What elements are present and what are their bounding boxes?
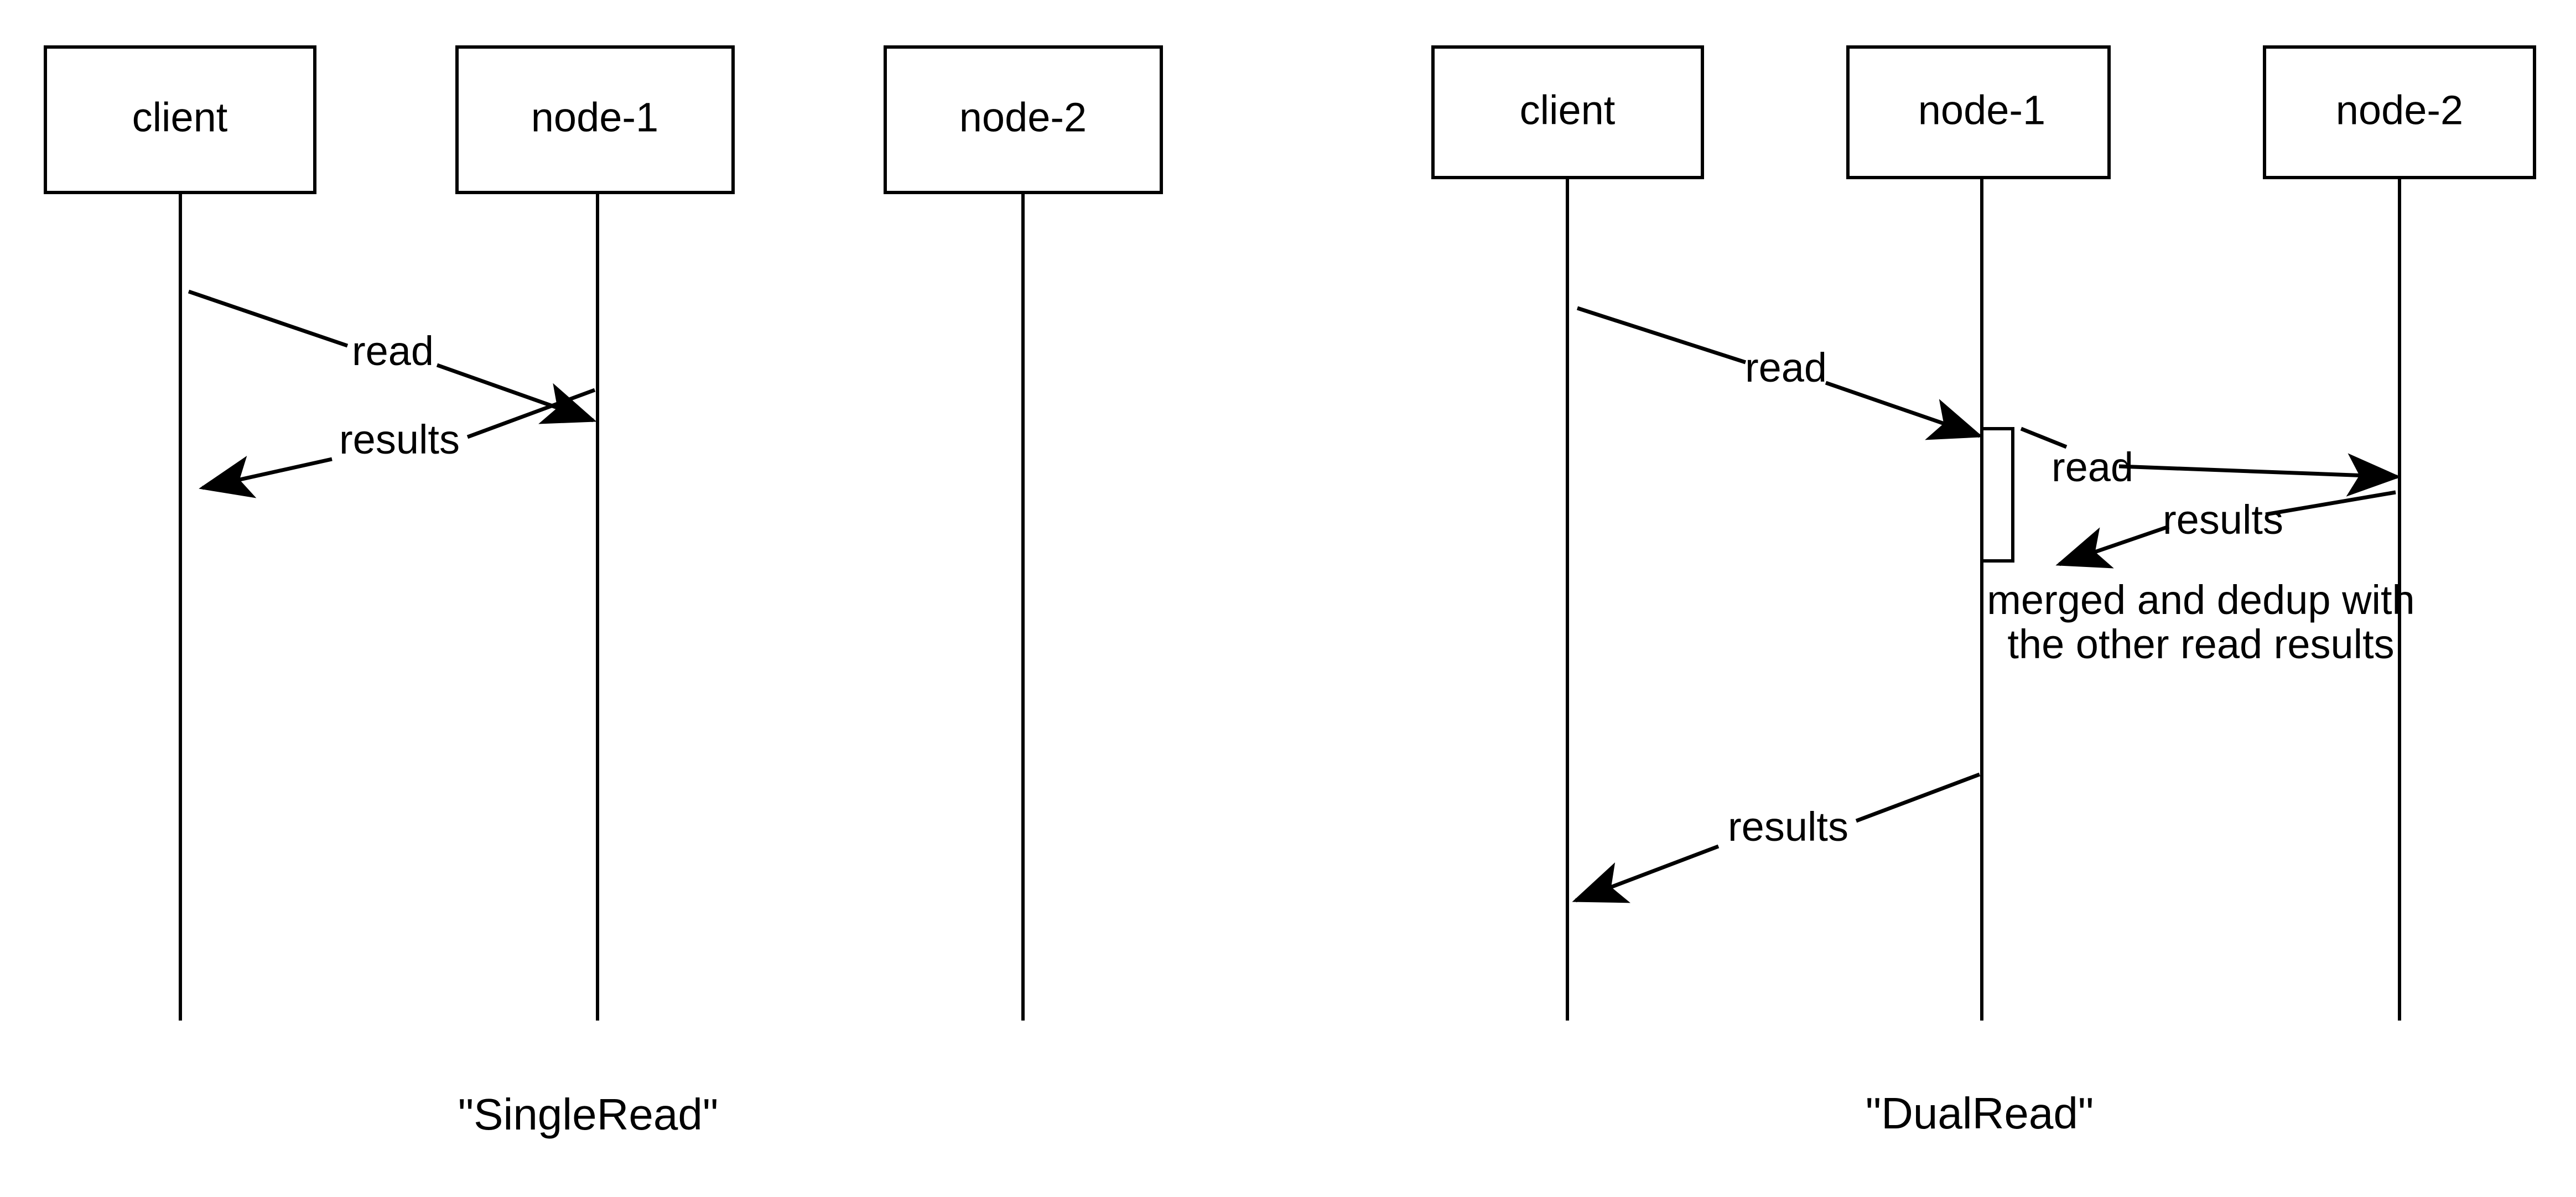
participant-label-client: client <box>132 95 228 140</box>
message-line-segment-a <box>2020 426 2068 449</box>
message-line-segment-b <box>2055 524 2170 569</box>
diagram-single-read: client node-1 node-2 read <box>44 45 1163 1139</box>
participant-box-node-1[interactable] <box>1846 45 2111 179</box>
participant-box-node-2[interactable] <box>2263 45 2536 179</box>
note-merged-dedup: merged and dedup with the other read res… <box>1987 577 2414 667</box>
message-line-segment-a <box>1576 306 1747 365</box>
message-line-segment-b <box>1572 844 1720 903</box>
diagram-caption-dual-read: "DualRead" <box>1866 1089 2094 1138</box>
participant-node-1[interactable]: node-1 <box>455 45 735 194</box>
message-label-results: results <box>339 417 460 462</box>
message-label-read: read <box>1745 345 1827 391</box>
message-label-read: read <box>352 328 434 374</box>
diagram-caption-single-read: "SingleRead" <box>458 1090 718 1139</box>
participant-node-2[interactable]: node-2 <box>884 45 1163 194</box>
message-line-segment-b <box>199 455 333 498</box>
participant-label-node-2: node-2 <box>959 95 1087 140</box>
participant-node-1[interactable]: node-1 <box>1846 45 2111 179</box>
message-line-segment-b <box>1825 381 1983 440</box>
message-results-node-2-to-node-1[interactable]: results <box>2055 490 2396 569</box>
participant-box-client[interactable] <box>44 45 316 194</box>
participant-box-client[interactable] <box>1431 45 1704 179</box>
message-results-node-1-to-client[interactable]: results <box>1572 772 1981 903</box>
message-results-node-1-to-client[interactable]: results <box>199 388 596 498</box>
participant-client[interactable]: client <box>44 45 316 194</box>
message-line-segment-b <box>2118 453 2401 497</box>
message-label-results: results <box>2163 497 2283 543</box>
note-line-1: merged and dedup with <box>1987 577 2414 623</box>
message-label-results: results <box>1728 804 1848 850</box>
participant-box-node-1[interactable] <box>455 45 735 194</box>
message-line-segment-a <box>2265 490 2396 517</box>
message-read-node-1-to-node-2[interactable]: read <box>2020 426 2401 497</box>
message-line-segment-a <box>1855 772 1981 823</box>
message-line-segment-a <box>188 289 349 348</box>
message-read-client-to-node-1[interactable]: read <box>188 289 597 424</box>
diagram-dual-read: client node-1 node-2 read <box>1431 45 2536 1138</box>
message-line-segment-a <box>466 388 596 439</box>
message-read-client-to-node-1[interactable]: read <box>1576 306 1983 440</box>
message-label-read: read <box>2052 444 2133 490</box>
participant-client[interactable]: client <box>1431 45 1704 179</box>
participant-label-client: client <box>1520 87 1616 133</box>
activation-bracket-node-1 <box>1982 427 2014 563</box>
message-line-segment-b <box>436 363 597 424</box>
note-line-2: the other read results <box>2007 621 2394 667</box>
participant-label-node-1: node-1 <box>531 95 658 140</box>
participant-label-node-2: node-2 <box>2336 87 2463 133</box>
participant-label-node-1: node-1 <box>1918 87 2045 133</box>
participant-node-2[interactable]: node-2 <box>2263 45 2536 179</box>
participant-box-node-2[interactable] <box>884 45 1163 194</box>
